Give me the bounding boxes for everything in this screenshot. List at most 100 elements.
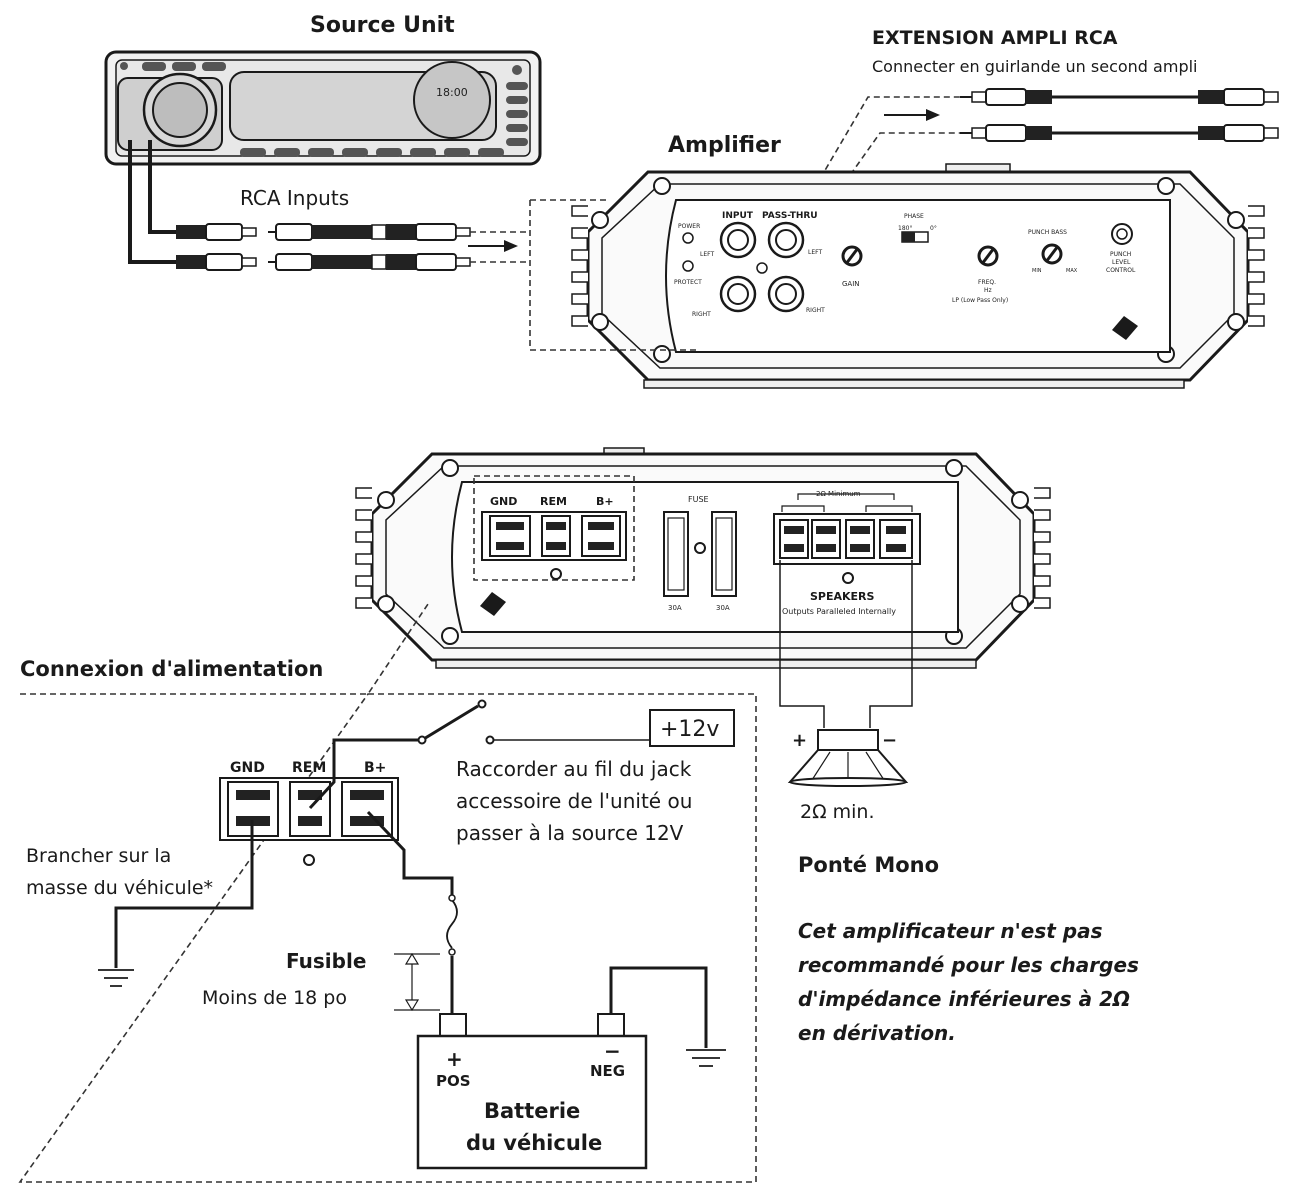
volume-knob (117, 72, 223, 151)
punch-min: MIN (1032, 268, 1042, 274)
left-label-1: LEFT (700, 251, 714, 258)
source-unit-title: Source Unit (310, 13, 455, 38)
speaker-icon (787, 729, 909, 787)
rca-plugs-lower (176, 253, 530, 271)
power-section-title: Connexion d'alimentation (20, 657, 323, 681)
phase-switch (901, 231, 929, 243)
right-label-1: RIGHT (692, 311, 711, 318)
ground-note-2: masse du véhicule* (26, 877, 213, 899)
mono-warning-3: d'impédance inférieures à 2Ω (798, 987, 1130, 1011)
punch-level-1: PUNCH (1110, 251, 1131, 258)
mono-warning-2: recommandé pour les charges (798, 953, 1139, 977)
vehicle-battery (416, 1013, 648, 1170)
source-bottom-buttons (240, 148, 504, 157)
mono-warning-4: en dérivation. (798, 1021, 956, 1045)
right-label-2: RIGHT (806, 307, 825, 314)
speaker-min-label: 2Ω min. (800, 801, 875, 823)
fuse-callout: Fusible (286, 949, 366, 973)
signal-arrow-in (468, 240, 518, 252)
fuse-label: FUSE (688, 495, 709, 504)
rear-power-terminal: GND REM B+ (481, 495, 627, 580)
rca-inputs-label: RCA Inputs (240, 186, 349, 210)
source-rca-cables (128, 140, 176, 264)
left-label-2: LEFT (808, 249, 822, 256)
mono-warning-1: Cet amplificateur n'est pas (798, 919, 1103, 943)
punch-level-jack (1111, 223, 1133, 245)
source-display: 18:00 (229, 61, 497, 141)
phase-label: PHASE (904, 213, 924, 220)
source-preset-buttons-top (142, 62, 226, 71)
fuse-a-label: 30A (668, 604, 682, 612)
signal-arrow-out (884, 109, 940, 121)
fuse-distance-marker (394, 952, 440, 1012)
rem-wiring (308, 699, 650, 810)
extension-subtitle: Connecter en guirlande un second ampli (872, 57, 1197, 76)
speaker-minus: − (882, 730, 897, 751)
rem-note-3: passer à la source 12V (456, 821, 684, 845)
display-clock: 18:00 (436, 86, 468, 99)
power-terminal-highlight (473, 475, 635, 581)
power-section-box (18, 603, 757, 1183)
extension-rca-cables (960, 88, 1279, 142)
punch-level-2: LEVEL (1112, 259, 1131, 266)
fuse-block: FUSE 30A 30A (663, 495, 737, 612)
rockford-logo-rear (480, 592, 506, 616)
passthru-label: PASS-THRU (762, 211, 818, 221)
power-terminal-large: GND REM B+ (219, 760, 399, 866)
battery-neg-label: NEG (590, 1062, 625, 1080)
punch-bass-knob (1041, 243, 1063, 265)
rca-plugs-upper (176, 223, 530, 241)
speaker-plus: + (792, 730, 807, 751)
phase-180: 180° (898, 225, 912, 232)
rca-jacks (719, 221, 805, 313)
ground-wiring (98, 820, 254, 987)
power-led-label: POWER (678, 223, 700, 230)
input-label: INPUT (722, 211, 754, 221)
protect-led-label: PROTECT (674, 279, 702, 286)
gain-knob (841, 245, 863, 267)
negative-ground-wiring (609, 966, 726, 1067)
mono-title: Ponté Mono (798, 853, 939, 877)
battery-pos-label: POS (436, 1072, 471, 1090)
amplifier-rear-body (355, 447, 1051, 669)
power-gnd-label: GND (230, 760, 265, 776)
source-unit-head: 18:00 (104, 50, 542, 166)
extension-title: EXTENSION AMPLI RCA (872, 27, 1118, 49)
rockford-logo-top (1112, 316, 1138, 340)
fuse-distance: Moins de 18 po (202, 987, 347, 1009)
amplifier-title: Amplifier (668, 133, 781, 158)
gain-label: GAIN (842, 280, 860, 288)
punch-max: MAX (1066, 268, 1078, 274)
rear-rem-label: REM (540, 495, 567, 508)
rem-note-1: Raccorder au fil du jack (456, 757, 692, 781)
speaker-wires (779, 560, 913, 728)
punch-level-3: CONTROL (1106, 267, 1136, 274)
freq-label: FREQ. (978, 279, 996, 286)
plus-12v-label: +12v (660, 717, 719, 742)
battery-label-2: du véhicule (466, 1131, 602, 1155)
rem-note-2: accessoire de l'unité ou (456, 789, 692, 813)
rear-gnd-label: GND (490, 495, 517, 508)
lp-label: LP (Low Pass Only) (952, 297, 1008, 304)
power-rem-label: REM (292, 760, 326, 776)
ground-note-1: Brancher sur la (26, 845, 171, 867)
source-side-buttons (506, 82, 528, 146)
speakers-sub-label: Outputs Paralleled Internally (782, 607, 896, 616)
bplus-wiring (366, 810, 458, 1016)
fuse-b-label: 30A (716, 604, 730, 612)
power-bplus-label: B+ (364, 760, 386, 776)
amplifier-top-body (571, 163, 1265, 389)
rear-bplus-label: B+ (596, 495, 614, 508)
phase-0: 0° (930, 225, 937, 232)
battery-pos-sign: + (446, 1047, 463, 1071)
freq-knob (977, 245, 999, 267)
speakers-label: SPEAKERS (810, 590, 875, 603)
amp-controls: POWER LEFT PROTECT INPUT PASS-THRU LEFT … (674, 211, 1138, 340)
input-highlight-box (529, 199, 700, 351)
battery-label-1: Batterie (484, 1099, 580, 1123)
hz-label: Hz (984, 287, 992, 294)
battery-neg-sign: − (604, 1039, 621, 1063)
punch-bass-label: PUNCH BASS (1028, 229, 1067, 236)
speaker-terminal: 2Ω Minimum SPEAKERS Outputs Paralleled I… (773, 490, 921, 616)
